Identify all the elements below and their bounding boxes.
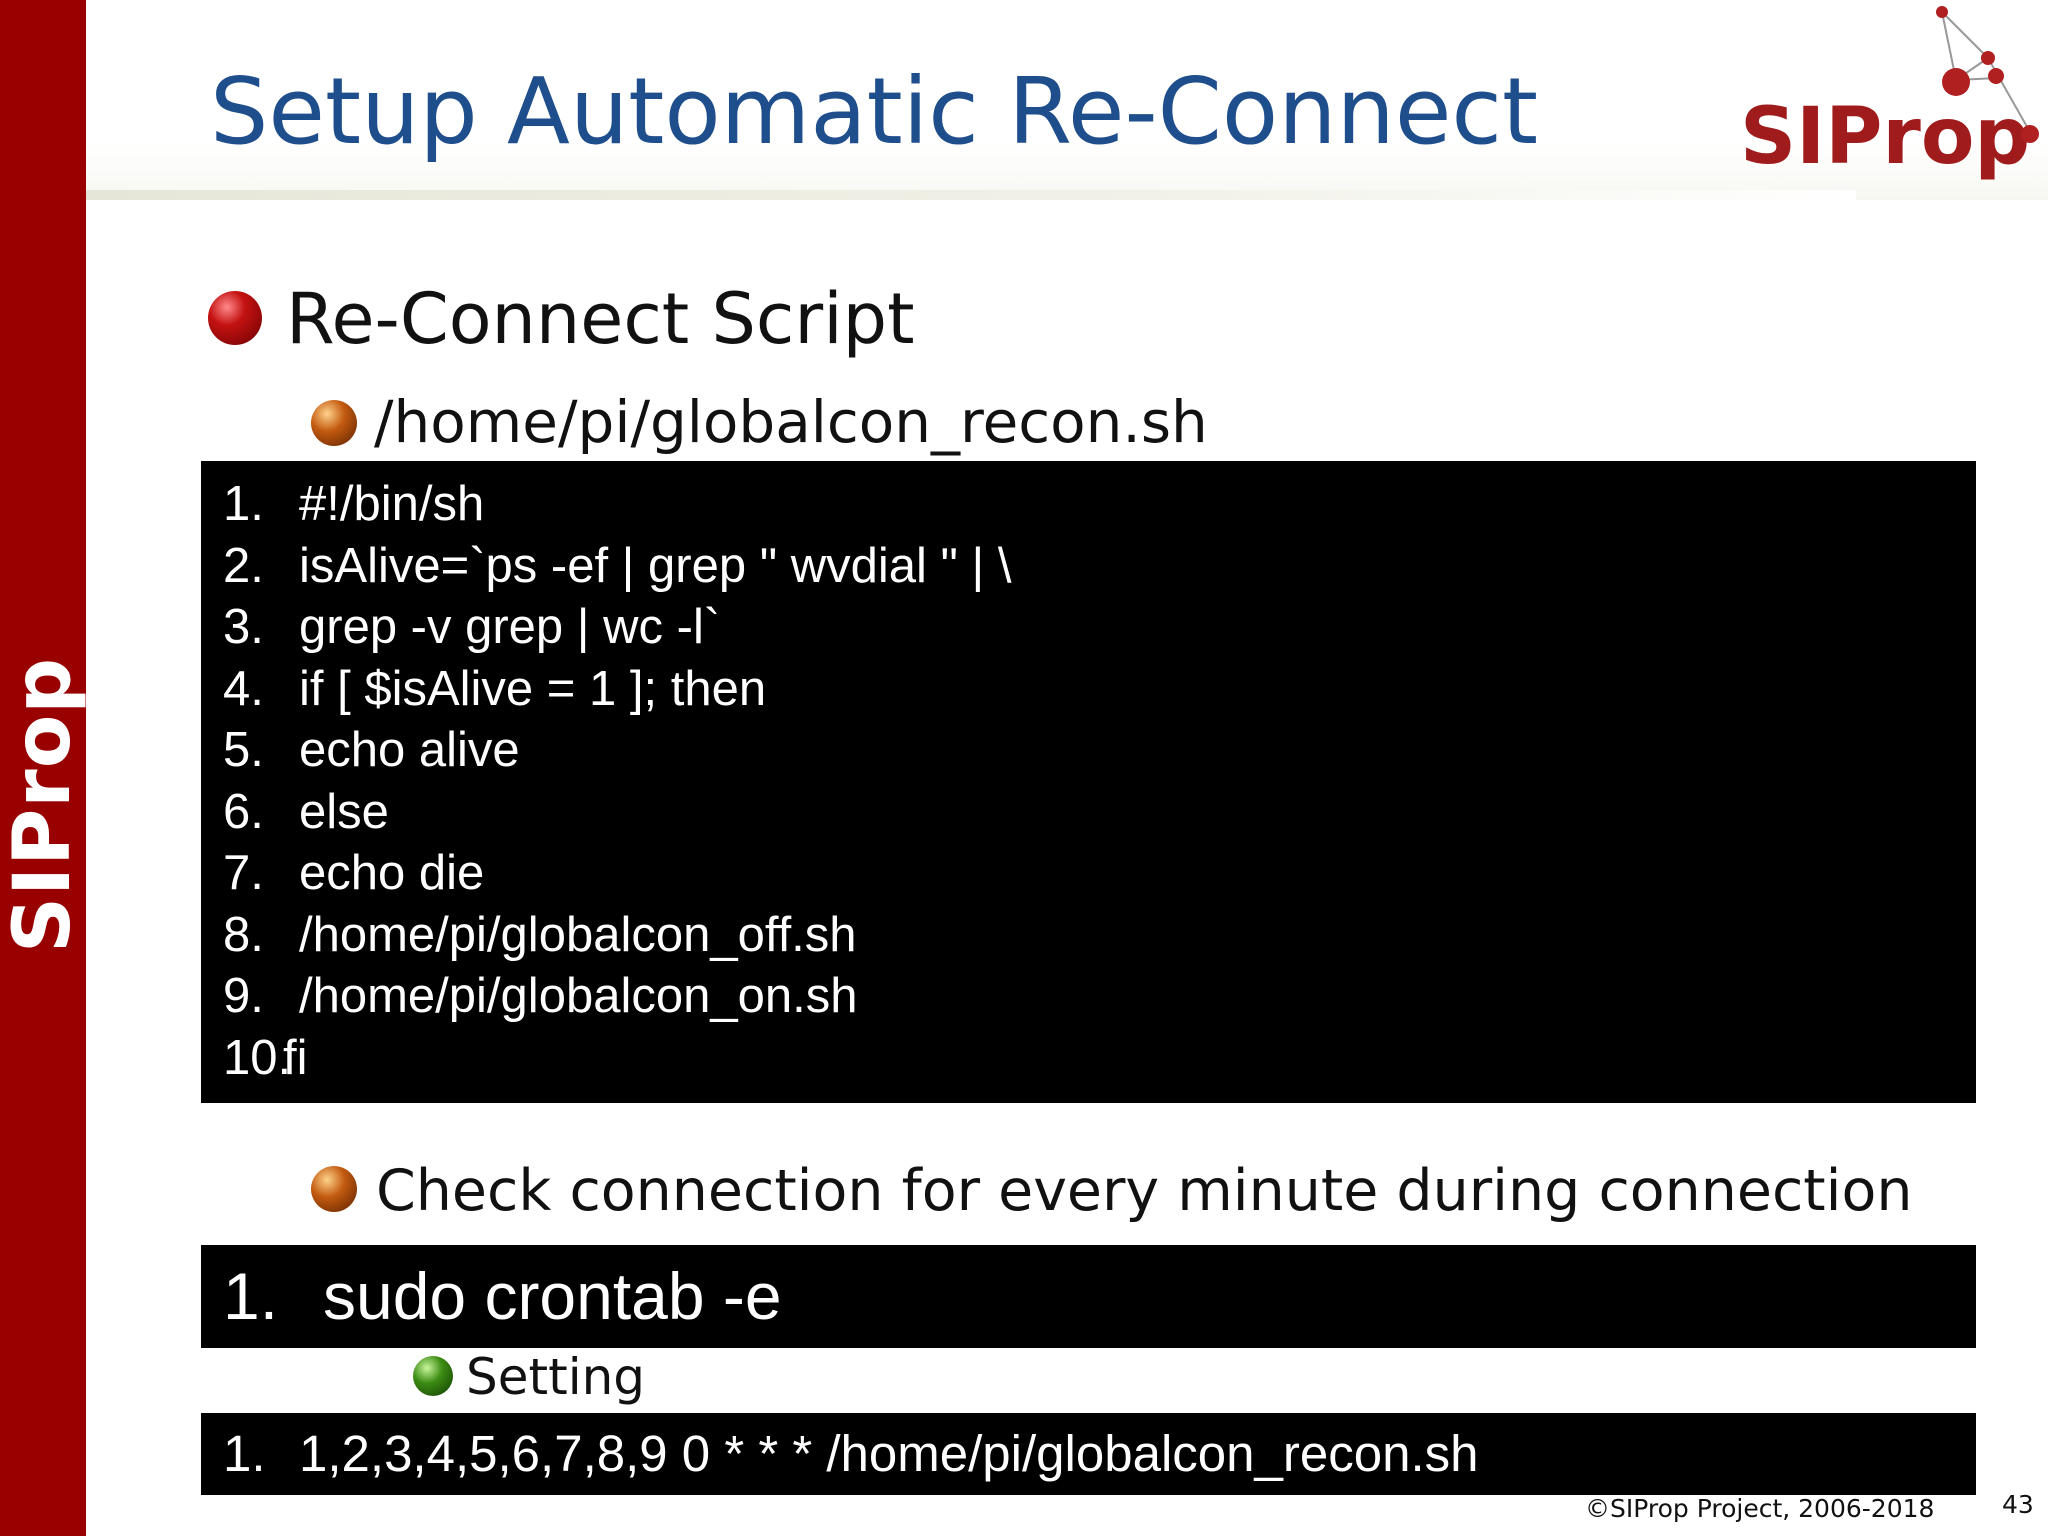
code-text: /home/pi/globalcon_off.sh bbox=[299, 907, 857, 962]
header-divider bbox=[86, 190, 1856, 200]
setting-label: Setting bbox=[466, 1348, 646, 1406]
brand-molecule-icon bbox=[1936, 6, 2039, 143]
line-number: 1. bbox=[223, 477, 264, 531]
script-path-heading: /home/pi/globalcon_recon.sh bbox=[374, 388, 1208, 456]
code-text: echo alive bbox=[299, 723, 520, 777]
header-background bbox=[86, 0, 2048, 200]
code-text: /home/pi/globalcon_on.sh bbox=[299, 969, 858, 1023]
code-line: 1. #!/bin/sh bbox=[223, 474, 1976, 536]
code-line: 5. echo alive bbox=[223, 720, 1976, 782]
code-line: 2. isAlive=`ps -ef | grep " wvdial " | \ bbox=[223, 536, 1976, 598]
code-text: echo die bbox=[299, 846, 485, 900]
code-text: isAlive=`ps -ef | grep " wvdial " | \ bbox=[299, 538, 1012, 593]
line-number: 2. bbox=[223, 538, 264, 593]
section-heading: Re-Connect Script bbox=[286, 278, 915, 360]
line-number: 3. bbox=[223, 600, 264, 654]
bullet-red-icon bbox=[208, 291, 262, 345]
crontab-code-block: 1. sudo crontab -e bbox=[201, 1245, 1976, 1348]
line-number: 8. bbox=[223, 907, 264, 962]
line-number: 1. bbox=[223, 1425, 266, 1482]
line-number: 9. bbox=[223, 969, 264, 1023]
code-text: fi bbox=[283, 1030, 308, 1085]
bullet-orange-icon bbox=[311, 400, 357, 446]
code-line: 8. /home/pi/globalcon_off.sh bbox=[223, 905, 1976, 967]
code-text: if [ $isAlive = 1 ]; then bbox=[299, 661, 767, 716]
code-text: 1,2,3,4,5,6,7,8,9 0 * * * /home/pi/globa… bbox=[299, 1425, 1479, 1482]
line-number: 6. bbox=[223, 784, 264, 839]
setting-code-block: 1. 1,2,3,4,5,6,7,8,9 0 * * * /home/pi/glo… bbox=[201, 1413, 1976, 1495]
code-line: 1. sudo crontab -e bbox=[223, 1245, 1976, 1348]
line-number: 1. bbox=[223, 1259, 279, 1333]
side-logo-text: SIProp bbox=[0, 656, 88, 954]
line-number: 7. bbox=[223, 846, 264, 900]
code-line: 9. /home/pi/globalcon_on.sh bbox=[223, 966, 1976, 1028]
check-heading: Check connection for every minute during… bbox=[376, 1158, 1913, 1224]
line-number: 4. bbox=[223, 661, 264, 716]
line-number: 5. bbox=[223, 723, 264, 777]
line-number: 10. bbox=[223, 1030, 292, 1085]
code-line: 6. else bbox=[223, 782, 1976, 844]
script-code-block: 1. #!/bin/sh 2. isAlive=`ps -ef | grep " w… bbox=[201, 461, 1976, 1103]
code-text: else bbox=[299, 784, 389, 839]
code-line: 10.fi bbox=[223, 1028, 1976, 1090]
code-text: #!/bin/sh bbox=[299, 477, 485, 531]
side-band: SIProp bbox=[0, 0, 88, 1536]
code-text: grep -v grep | wc -l` bbox=[299, 600, 721, 654]
bullet-orange-icon bbox=[311, 1166, 357, 1212]
brand-logo-text: SIProp bbox=[1740, 92, 2031, 182]
slide-title: Setup Automatic Re-Connect bbox=[210, 58, 1539, 165]
page-number: 43 bbox=[2002, 1490, 2034, 1519]
bullet-green-icon bbox=[413, 1356, 453, 1396]
copyright-footer: ©SIProp Project, 2006-2018 bbox=[1585, 1494, 1935, 1523]
code-line: 3. grep -v grep | wc -l` bbox=[223, 597, 1976, 659]
code-line: 4. if [ $isAlive = 1 ]; then bbox=[223, 659, 1976, 721]
code-text: sudo crontab -e bbox=[323, 1259, 782, 1333]
code-line: 7. echo die bbox=[223, 843, 1976, 905]
code-line: 1. 1,2,3,4,5,6,7,8,9 0 * * * /home/pi/glo… bbox=[223, 1413, 1976, 1495]
